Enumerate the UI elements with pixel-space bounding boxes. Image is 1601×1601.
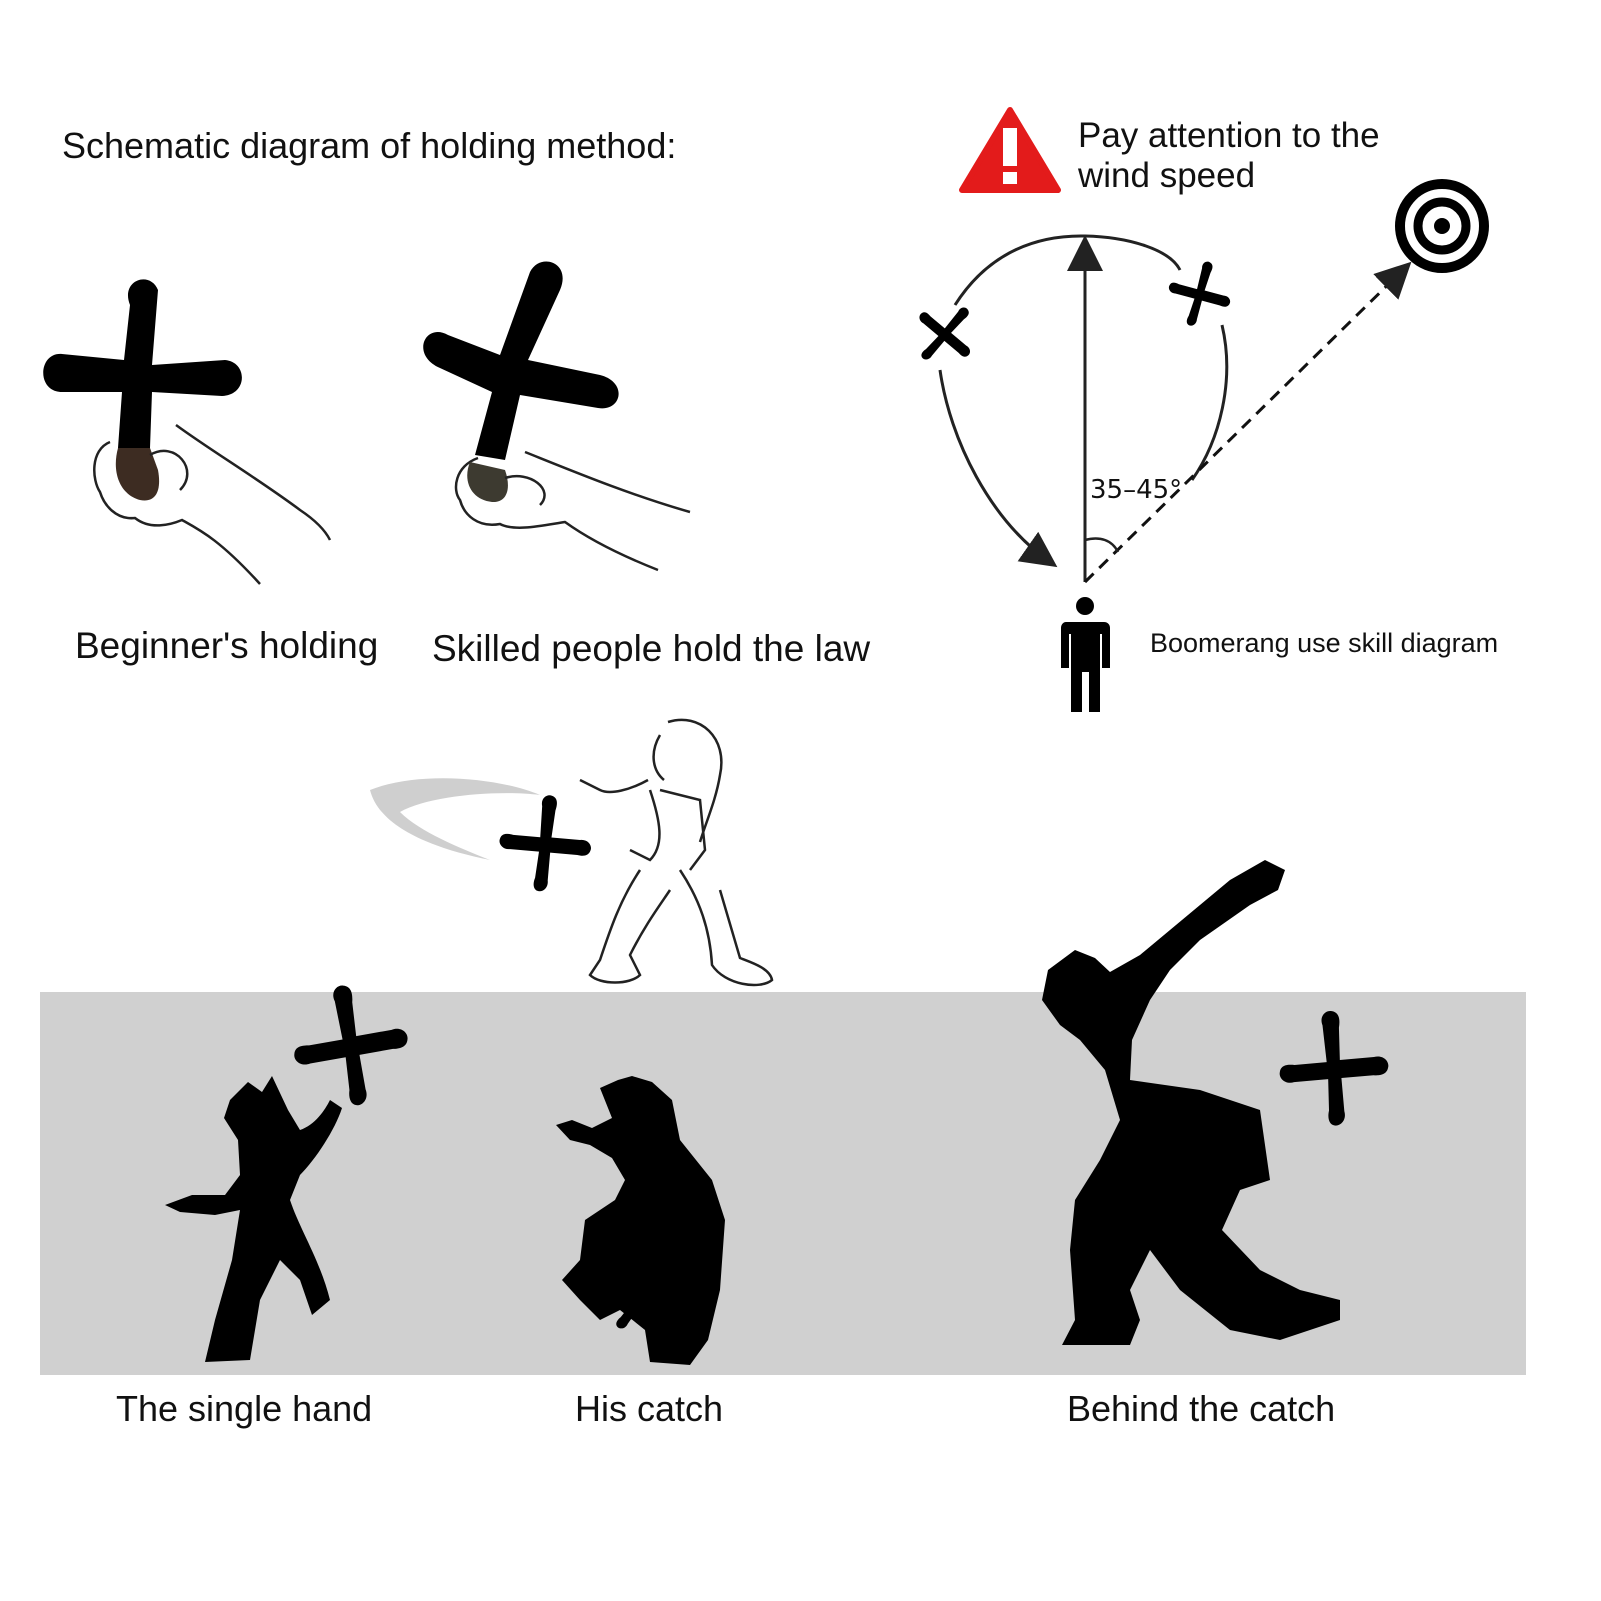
behind-catch-silhouette [1042, 860, 1394, 1345]
his-catch-silhouette [556, 1076, 725, 1365]
beginner-holding-illustration [43, 279, 332, 585]
skilled-holding-illustration [423, 261, 691, 572]
beginner-holding-caption: Beginner's holding [75, 625, 379, 666]
single-hand-catch-silhouette [165, 975, 418, 1362]
behind-catch-caption: Behind the catch [1067, 1388, 1336, 1429]
warning-triangle-icon [959, 107, 1061, 193]
throwing-figure-illustration [370, 718, 774, 987]
single-hand-caption: The single hand [116, 1388, 373, 1429]
skill-diagram-caption: Boomerang use skill diagram [1150, 628, 1499, 658]
person-icon [1061, 597, 1110, 712]
angle-label: 35–45° [1090, 475, 1183, 505]
page-heading: Schematic diagram of holding method: [62, 125, 677, 166]
wind-warning-text: Pay attention to the wind speed [1078, 116, 1380, 195]
target-icon [1395, 179, 1489, 273]
skilled-holding-caption: Skilled people hold the law [432, 628, 871, 669]
his-catch-caption: His catch [575, 1388, 724, 1429]
flight-path-diagram [899, 234, 1412, 584]
